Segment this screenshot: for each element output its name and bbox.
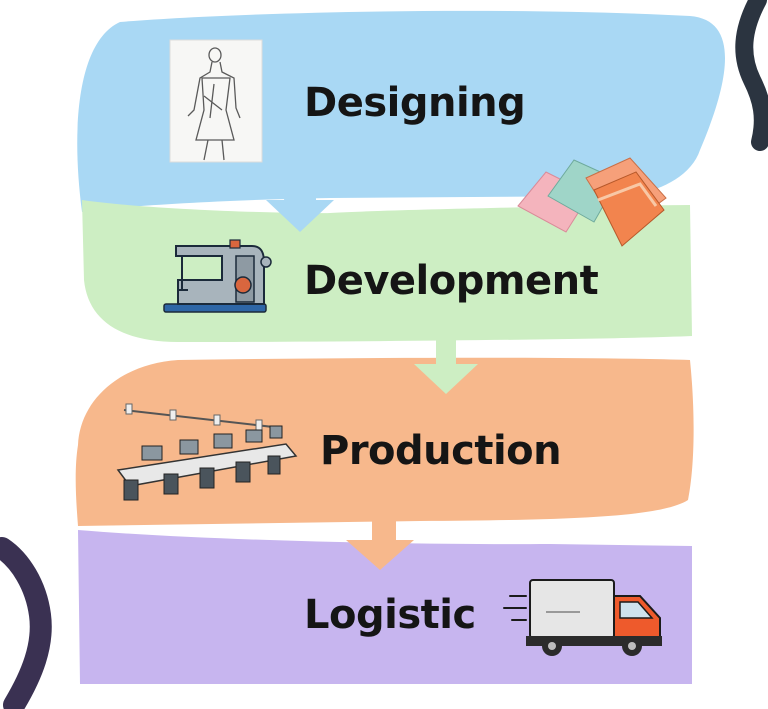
stage-label-development: Development <box>304 258 599 304</box>
top-right-swoosh <box>735 0 768 151</box>
factory-line-icon <box>116 403 298 501</box>
stage-label-production: Production <box>320 428 562 474</box>
arrow-development-to-production <box>414 340 478 394</box>
fabric-swatches-icon <box>517 157 667 247</box>
stage-label-designing: Designing <box>304 80 526 126</box>
fashion-sketch-icon <box>169 39 263 163</box>
sewing-machine-icon <box>163 239 272 313</box>
arrow-production-to-logistic <box>346 512 414 570</box>
bottom-left-swoosh <box>0 537 52 709</box>
delivery-truck-icon <box>503 579 662 656</box>
stage-label-logistic: Logistic <box>304 592 476 638</box>
arrow-designing-to-development <box>266 170 334 232</box>
production-band <box>75 357 694 526</box>
